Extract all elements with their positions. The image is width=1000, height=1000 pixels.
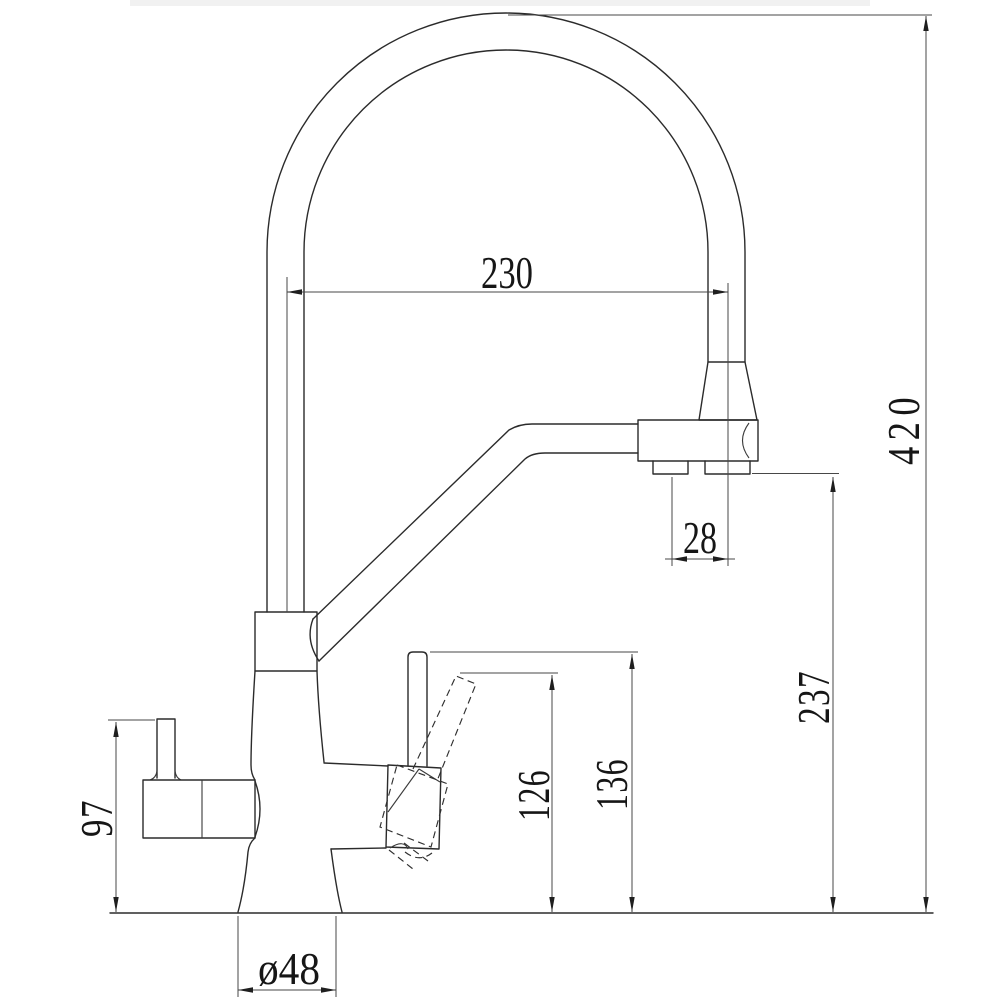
filter-lever-fillet-left bbox=[149, 770, 158, 781]
spout-arc-outer-line bbox=[266, 12, 746, 613]
mixer-lever-upright bbox=[407, 651, 428, 767]
base-diameter-dim-label: ø48 bbox=[258, 943, 320, 994]
handle-connector-housing bbox=[385, 764, 442, 850]
arrow-overall-height-top bbox=[923, 16, 929, 31]
body-left-edge-upper bbox=[250, 670, 256, 781]
spray-head bbox=[637, 361, 759, 475]
arrow-lever-top-bottom bbox=[629, 897, 635, 912]
spout-arm-lower-line bbox=[318, 452, 639, 662]
dimension-labels: 230 28 ø48 420 237 136 126 97 bbox=[71, 247, 929, 994]
handle-mount-top bbox=[323, 762, 389, 767]
handle-mount-bottom bbox=[330, 847, 387, 850]
connector-facet-line-1 bbox=[387, 768, 420, 813]
filter-lever-dim-label: 97 bbox=[71, 799, 122, 837]
lever-down-dashed-arc bbox=[404, 851, 433, 859]
lever-top-dim-label: 136 bbox=[586, 758, 637, 810]
arrow-lever-tilt-top bbox=[549, 675, 555, 690]
spout-arc-inner-line bbox=[303, 49, 709, 613]
spout-reach-dim-label: 230 bbox=[481, 247, 533, 298]
lever-down-dashed-2 bbox=[403, 842, 429, 862]
arrow-base-diameter-left bbox=[238, 987, 253, 993]
spout-arm-upper-line bbox=[312, 423, 639, 620]
spout-arc bbox=[266, 12, 746, 613]
arrow-lever-top-top bbox=[629, 654, 635, 669]
dimension-lines bbox=[108, 14, 932, 997]
arrow-lever-tilt-bottom bbox=[549, 897, 555, 912]
spray-outlet-left bbox=[652, 460, 689, 475]
outlet-spacing-dim-label: 28 bbox=[683, 512, 717, 563]
arrow-spout-reach-left bbox=[287, 289, 302, 295]
connector-facet-line-3 bbox=[389, 843, 409, 850]
connector-facet-line-2 bbox=[418, 768, 441, 783]
filter-valve bbox=[142, 718, 261, 839]
mixer-handle bbox=[379, 651, 477, 870]
riser-collar bbox=[254, 611, 318, 672]
outlet-height-dim-label: 237 bbox=[788, 670, 839, 724]
overall-height-dim-label: 420 bbox=[878, 391, 929, 465]
lever-down-dashed-1 bbox=[388, 849, 414, 870]
lever-tilt-dim-label: 126 bbox=[508, 769, 559, 821]
arrow-base-diameter-right bbox=[321, 987, 336, 993]
filter-lever bbox=[156, 718, 176, 779]
faucet-body bbox=[237, 611, 389, 913]
filter-lever-fillet-right bbox=[174, 770, 182, 781]
spout-arm bbox=[309, 423, 639, 662]
arrow-overall-height-bottom bbox=[923, 897, 929, 912]
arrow-spout-reach-right bbox=[713, 289, 728, 295]
spray-head-holder bbox=[637, 419, 759, 462]
filter-valve-bulge bbox=[254, 780, 261, 838]
mixer-lever-tilted-dashed bbox=[412, 675, 477, 782]
arrow-outlet-spacing-left bbox=[672, 556, 687, 562]
arrow-outlet-height-bottom bbox=[830, 897, 836, 912]
arrow-filter-lever-top bbox=[113, 722, 119, 737]
filter-valve-body bbox=[142, 779, 256, 839]
body-right-edge-lower bbox=[330, 848, 343, 913]
arrow-outlet-height-top bbox=[830, 477, 836, 492]
body-left-edge-lower bbox=[237, 837, 256, 913]
spray-head-holder-curve bbox=[741, 422, 750, 459]
arrow-filter-lever-bottom bbox=[113, 897, 119, 912]
scan-artifact-band bbox=[130, 0, 870, 6]
body-right-edge-upper bbox=[316, 670, 325, 763]
connector-rotated-dashed bbox=[379, 764, 449, 848]
arrow-outlet-spacing-right bbox=[713, 556, 728, 562]
